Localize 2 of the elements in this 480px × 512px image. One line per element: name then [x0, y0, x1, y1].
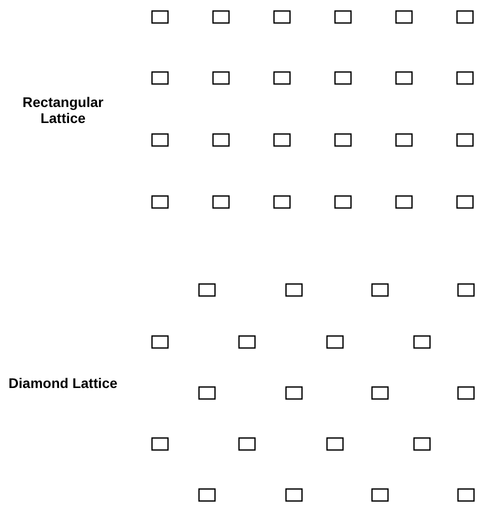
lattice-label: Diamond Lattice — [8, 375, 118, 391]
lattice-label: Rectangular Lattice — [22, 94, 104, 126]
